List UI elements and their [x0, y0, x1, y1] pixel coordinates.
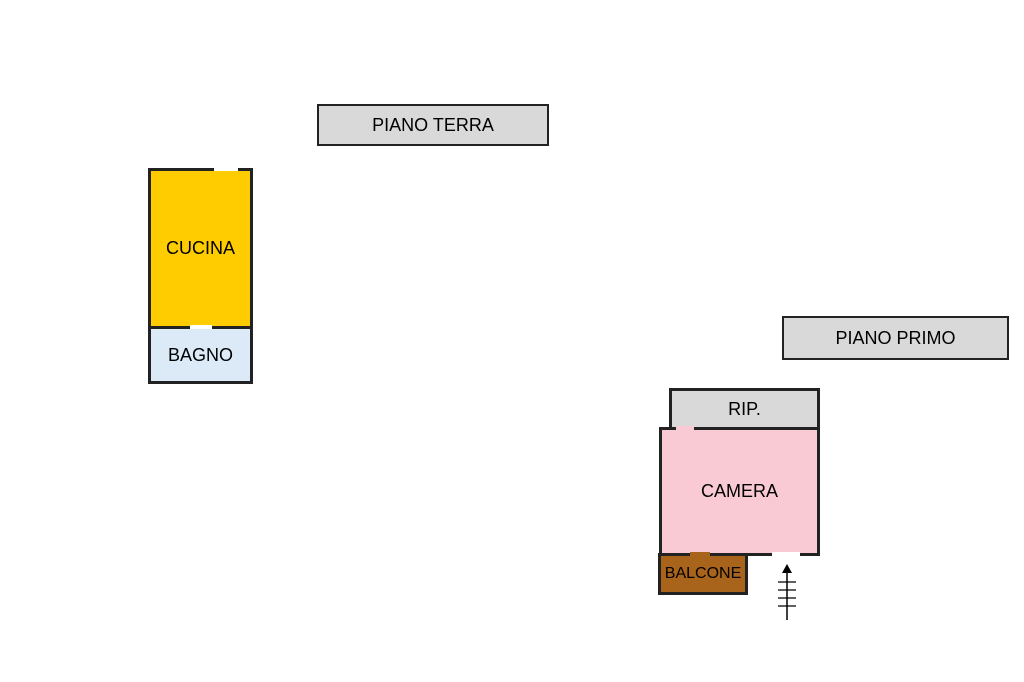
room-storage-label: RIP.	[728, 398, 761, 419]
room-bedroom: CAMERA	[659, 427, 820, 556]
first-floor-title: PIANO PRIMO	[782, 316, 1009, 360]
room-balcony: BALCONE	[658, 553, 748, 595]
room-bathroom: BAGNO	[148, 326, 253, 384]
first-floor-title-text: PIANO PRIMO	[835, 327, 956, 348]
room-kitchen-label: CUCINA	[165, 238, 235, 258]
room-storage: RIP.	[669, 388, 820, 430]
stairs-arrow-icon	[778, 564, 796, 620]
ground-floor-title: PIANO TERRA	[317, 104, 549, 146]
room-balcony-label: BALCONE	[664, 565, 742, 582]
room-bathroom-label: BAGNO	[167, 344, 233, 365]
ground-floor-title-text: PIANO TERRA	[372, 114, 494, 135]
bedroom-entrance	[772, 552, 800, 557]
bathroom-door	[190, 325, 212, 329]
kitchen-door	[214, 168, 238, 171]
storage-door	[676, 426, 694, 430]
balcony-door	[690, 552, 710, 556]
room-kitchen: CUCINA	[148, 168, 253, 329]
room-bedroom-label: CAMERA	[700, 481, 778, 501]
